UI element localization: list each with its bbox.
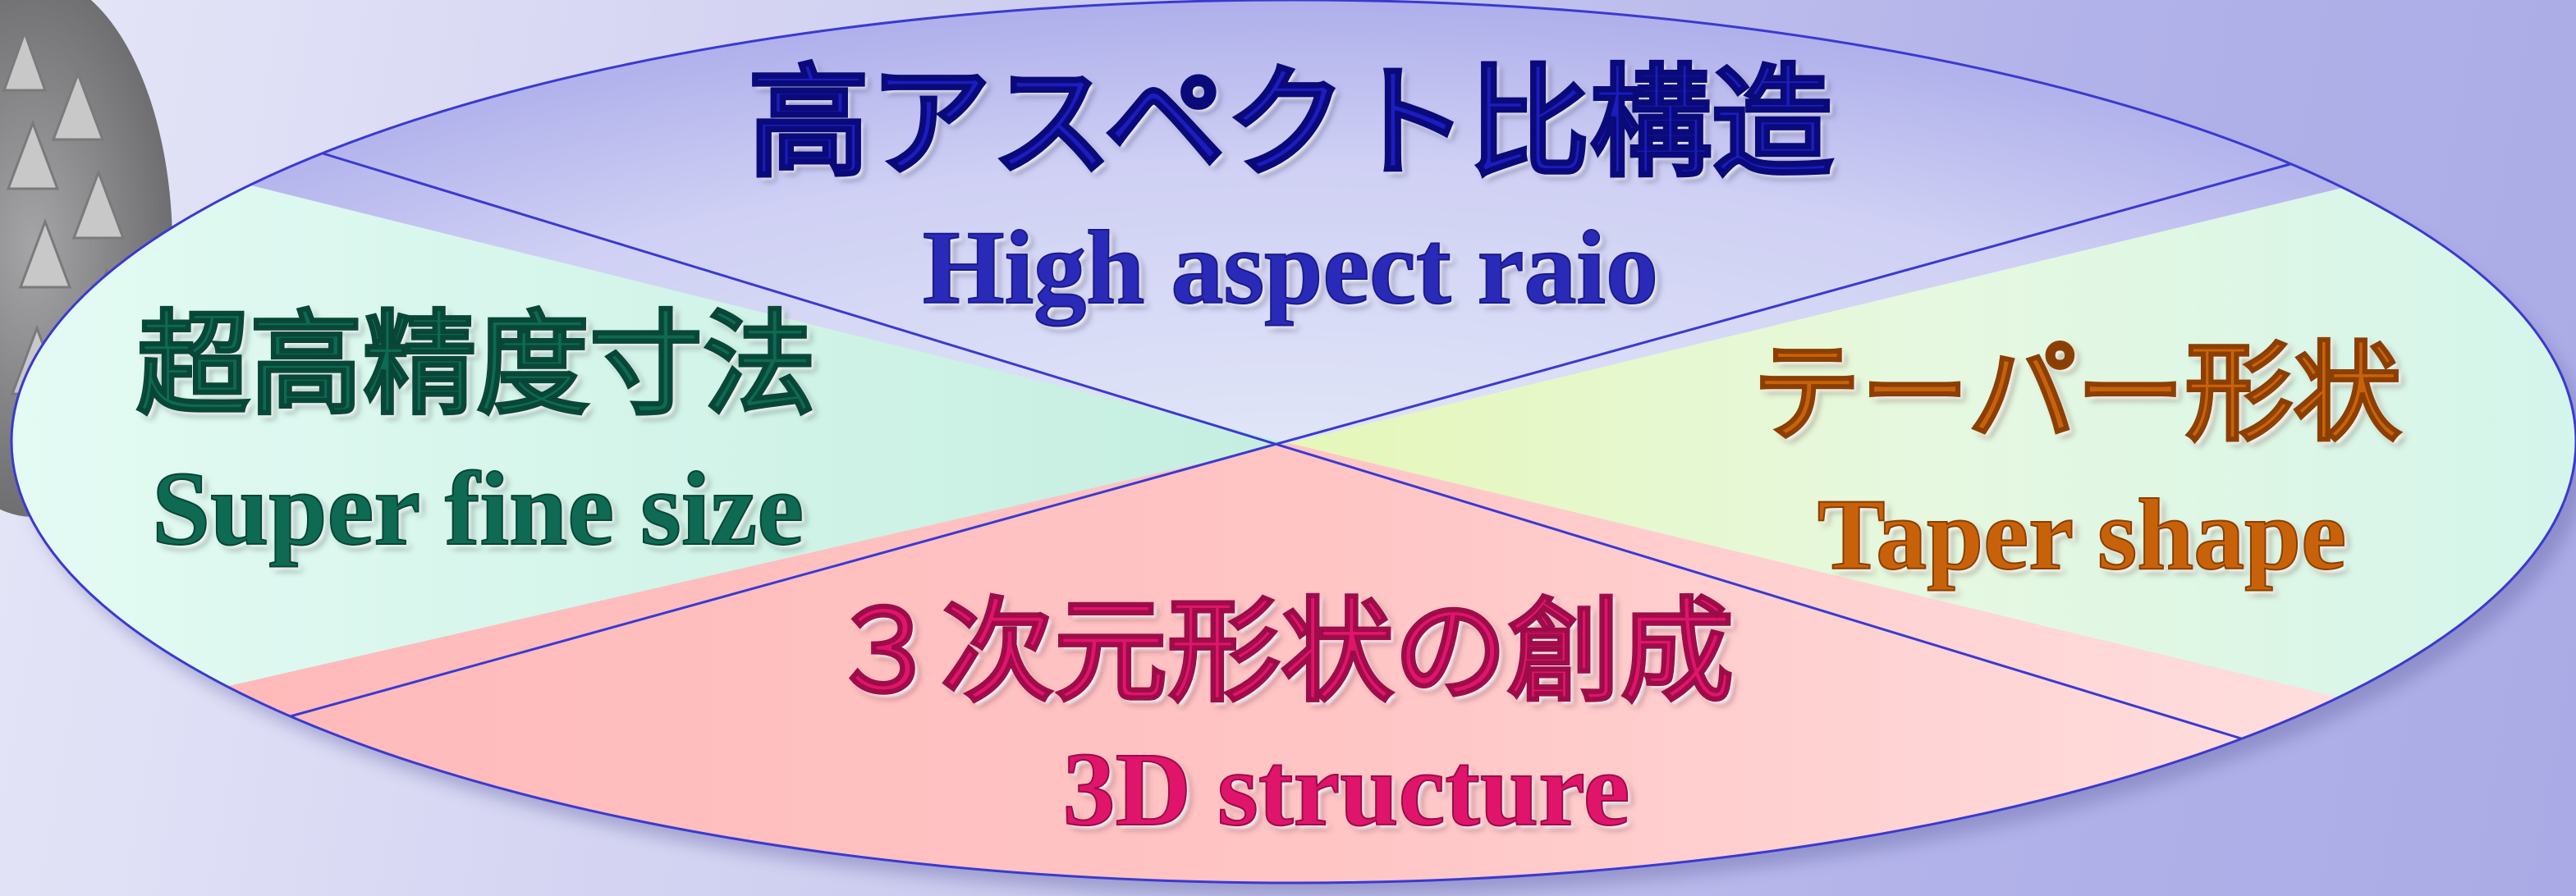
bottom-segment-title-jp: ３次元形状の創成: [827, 586, 1735, 718]
right-segment-title-en: Taper shape: [1817, 478, 2347, 591]
left-segment-title-jp: 超高精度寸法: [135, 299, 817, 431]
top-segment-title-jp: 高アスペクト比構造: [747, 53, 1835, 194]
bottom-segment-title-en: 3D structure: [1062, 731, 1631, 848]
top-segment-title-en: High aspect raio: [922, 209, 1659, 326]
left-segment-title-en: Super fine size: [151, 450, 804, 567]
right-segment-title-jp: テーパー形状: [1752, 331, 2403, 457]
